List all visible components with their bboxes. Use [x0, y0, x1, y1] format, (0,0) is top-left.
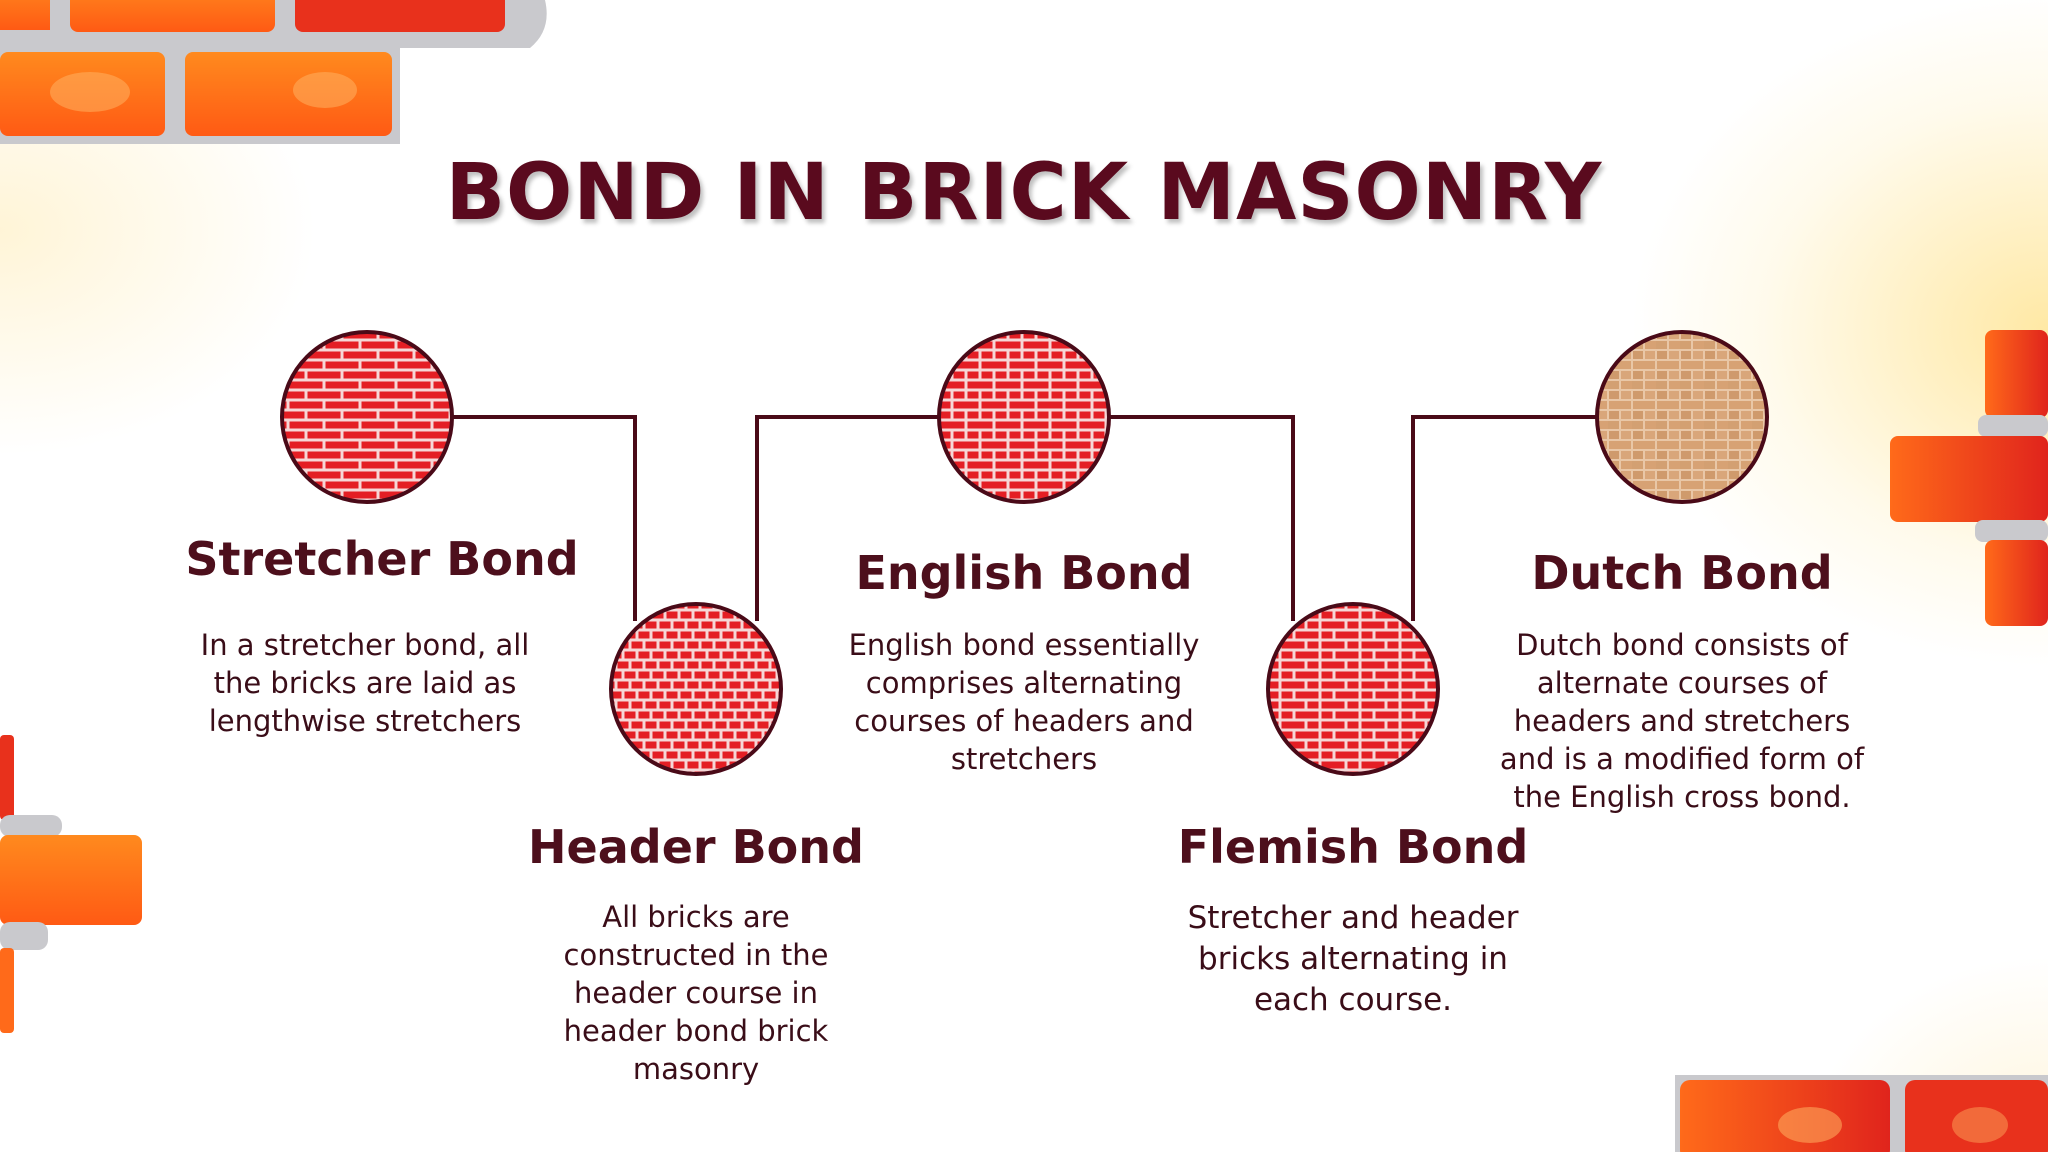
- header-bond-pattern-icon: [609, 602, 783, 776]
- decorative-bricks-top-left: [0, 0, 547, 144]
- connector-header-english: [755, 415, 940, 621]
- decorative-bricks-right: [1890, 330, 2048, 626]
- decorative-bricks-bottom-right: [1675, 1075, 2048, 1152]
- english-bond-heading: English Bond: [855, 546, 1193, 600]
- connector-flemish-dutch: [1411, 415, 1597, 621]
- dutch-bond-pattern-icon: [1595, 330, 1769, 504]
- dutch-bond-description: Dutch bond consists of alternate courses…: [1499, 628, 1865, 814]
- flemish-bond-pattern-icon: [1266, 602, 1440, 776]
- flemish-bond-description: Stretcher and header bricks alternating …: [1187, 900, 1519, 1018]
- decorative-bricks-left: [0, 735, 142, 1033]
- flemish-bond-heading: Flemish Bond: [1177, 820, 1529, 874]
- stretcher-bond-pattern-icon: [280, 330, 454, 504]
- page-title: BOND IN BRICK MASONRY: [445, 148, 1603, 238]
- english-bond-description: English bond essentially comprises alter…: [848, 628, 1200, 776]
- connector-english-flemish: [1109, 415, 1295, 621]
- stretcher-bond-heading: Stretcher Bond: [185, 532, 579, 586]
- stretcher-bond-description: In a stretcher bond, all the bricks are …: [200, 628, 530, 738]
- connector-stretcher-header: [452, 415, 637, 621]
- english-bond-pattern-icon: [937, 330, 1111, 504]
- header-bond-heading: Header Bond: [528, 820, 864, 874]
- connector-lines: [452, 415, 1597, 621]
- header-bond-description: All bricks are constructed in the header…: [563, 900, 829, 1086]
- dutch-bond-heading: Dutch Bond: [1531, 546, 1833, 600]
